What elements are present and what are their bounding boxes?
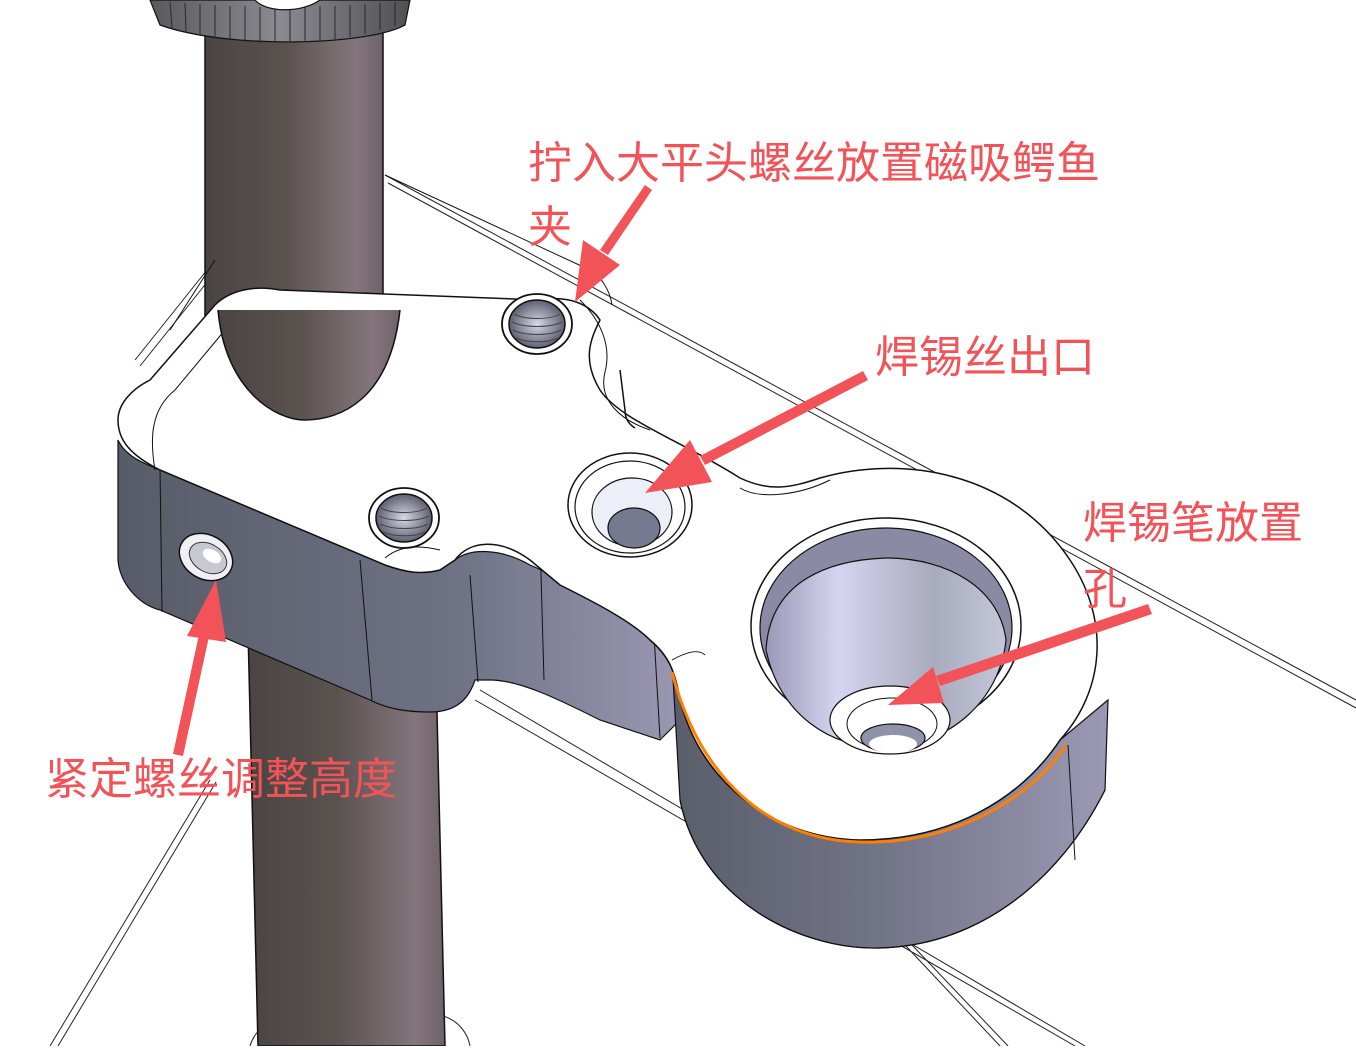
annotation-solder-outlet: 焊锡丝出口 — [875, 332, 1095, 383]
arrow-magnet-clip — [575, 185, 652, 302]
threaded-hole-front — [368, 487, 440, 549]
annotation-magnet-clip-line2: 夹 — [528, 202, 572, 253]
annotation-iron-hole-line2: 孔 — [1083, 564, 1127, 615]
annotation-magnet-clip-line1: 拧入大平头螺丝放置磁吸鳄鱼 — [528, 138, 1100, 189]
annotation-iron-hole-line1: 焊锡笔放置 — [1083, 498, 1303, 549]
annotation-height-screw: 紧定螺丝调整高度 — [45, 754, 397, 805]
arrow-solder-outlet — [645, 371, 868, 493]
knurled-knob — [149, 0, 411, 43]
arrow-iron-hole — [888, 604, 1152, 705]
set-screw-hole — [178, 532, 234, 582]
threaded-hole-top — [501, 293, 573, 355]
bracket-side-walls — [117, 439, 1109, 949]
arrow-height-screw — [173, 580, 226, 756]
annotation-arrows — [173, 185, 1152, 756]
